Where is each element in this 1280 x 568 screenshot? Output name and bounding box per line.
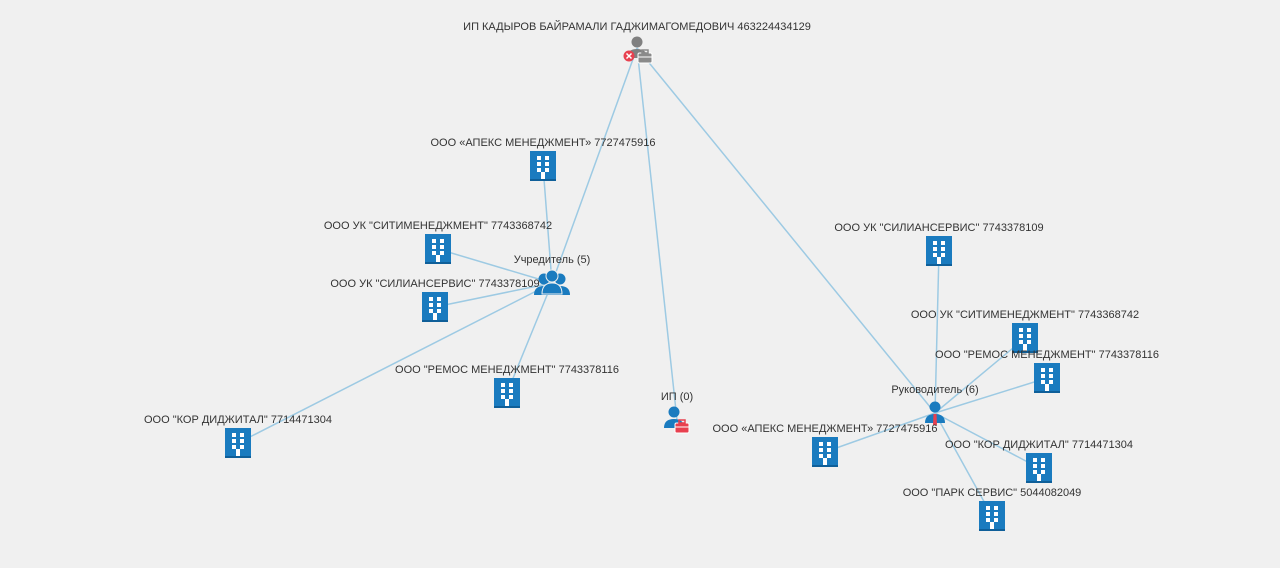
edge-founder-f5: [237, 282, 553, 444]
building-icon: [530, 151, 556, 181]
edge-director-d4: [824, 412, 936, 453]
node-company[interactable]: ООО УК "СИЛИАНСЕРВИС" 7743378109: [330, 278, 540, 322]
edge-director-d1: [934, 250, 940, 414]
edge-director-d3: [934, 377, 1048, 414]
node-group-director[interactable]: Руководитель (6): [891, 384, 979, 425]
people-group-icon: [534, 269, 570, 295]
node-label: ООО "КОР ДИДЖИТАЛ" 7714471304: [945, 439, 1133, 451]
node-label: ООО "РЕМОС МЕНЕДЖМЕНТ" 7743378116: [935, 349, 1159, 361]
node-group-founder[interactable]: Учредитель (5): [514, 254, 591, 295]
node-group-ip[interactable]: ИП (0): [661, 391, 693, 434]
node-label: ООО УК "СИТИМЕНЕДЖМЕНТ" 7743368742: [324, 220, 552, 232]
edge-founder-f2: [437, 248, 553, 284]
edge-director-d6: [934, 412, 993, 517]
edge-founder-f1: [542, 165, 553, 284]
node-company[interactable]: ООО «АПЕКС МЕНЕДЖМЕНТ» 7727475916: [712, 423, 938, 467]
person-briefcase-inactive-icon: [623, 36, 653, 64]
person-briefcase-icon: [664, 406, 690, 434]
person-tie-icon: [925, 401, 945, 425]
node-company[interactable]: ООО "КОР ДИДЖИТАЛ" 7714471304: [144, 414, 332, 458]
edge-root-ip: [636, 47, 678, 421]
edge-founder-f4: [506, 282, 553, 394]
building-icon: [422, 292, 448, 322]
node-company[interactable]: ООО "ПАРК СЕРВИС" 5044082049: [903, 487, 1082, 531]
node-label: ООО УК "СИТИМЕНЕДЖМЕНТ" 7743368742: [911, 309, 1139, 321]
building-icon: [1034, 363, 1060, 393]
building-icon: [979, 501, 1005, 531]
node-company[interactable]: ООО «АПЕКС МЕНЕДЖМЕНТ» 7727475916: [430, 137, 656, 181]
node-label: ООО "КОР ДИДЖИТАЛ" 7714471304: [144, 414, 332, 426]
node-label: ООО "РЕМОС МЕНЕДЖМЕНТ" 7743378116: [395, 364, 619, 376]
edge-founder-f3: [434, 282, 553, 308]
inactive-badge-icon: [623, 50, 635, 62]
edge-root-director: [636, 47, 936, 414]
node-company[interactable]: ООО УК "СИТИМЕНЕДЖМЕНТ" 7743368742: [324, 220, 552, 264]
edge-director-d5: [934, 412, 1040, 469]
node-root[interactable]: ИП КАДЫРОВ БАЙРАМАЛИ ГАДЖИМАГОМЕДОВИЧ 46…: [463, 20, 811, 64]
node-label: ООО «АПЕКС МЕНЕДЖМЕНТ» 7727475916: [712, 423, 937, 435]
node-label: ООО УК "СИЛИАНСЕРВИС" 7743378109: [330, 278, 539, 290]
building-icon: [926, 236, 952, 266]
node-label: ООО "ПАРК СЕРВИС" 5044082049: [903, 487, 1082, 499]
node-company[interactable]: ООО УК "СИТИМЕНЕДЖМЕНТ" 7743368742: [911, 309, 1139, 353]
building-icon: [1012, 323, 1038, 353]
building-icon: [494, 378, 520, 408]
building-icon: [425, 234, 451, 264]
building-icon: [225, 428, 251, 458]
edge-root-founder: [551, 47, 638, 284]
edges: [237, 47, 1048, 517]
node-label: ИП КАДЫРОВ БАЙРАМАЛИ ГАДЖИМАГОМЕДОВИЧ 46…: [463, 20, 811, 33]
node-label: Руководитель (6): [891, 384, 978, 396]
node-label: ООО «АПЕКС МЕНЕДЖМЕНТ» 7727475916: [430, 137, 655, 149]
node-company[interactable]: ООО "КОР ДИДЖИТАЛ" 7714471304: [945, 439, 1133, 483]
node-company[interactable]: ООО УК "СИЛИАНСЕРВИС" 7743378109: [834, 222, 1044, 266]
building-icon: [1026, 453, 1052, 483]
node-label: Учредитель (5): [514, 254, 591, 266]
node-company[interactable]: ООО "РЕМОС МЕНЕДЖМЕНТ" 7743378116: [395, 364, 619, 408]
nodes: ИП КАДЫРОВ БАЙРАМАЛИ ГАДЖИМАГОМЕДОВИЧ 46…: [144, 20, 1159, 531]
node-label: ООО УК "СИЛИАНСЕРВИС" 7743378109: [834, 222, 1043, 234]
node-company[interactable]: ООО "РЕМОС МЕНЕДЖМЕНТ" 7743378116: [935, 349, 1159, 393]
edge-director-d2: [934, 337, 1026, 414]
node-label: ИП (0): [661, 391, 693, 403]
building-icon: [812, 437, 838, 467]
